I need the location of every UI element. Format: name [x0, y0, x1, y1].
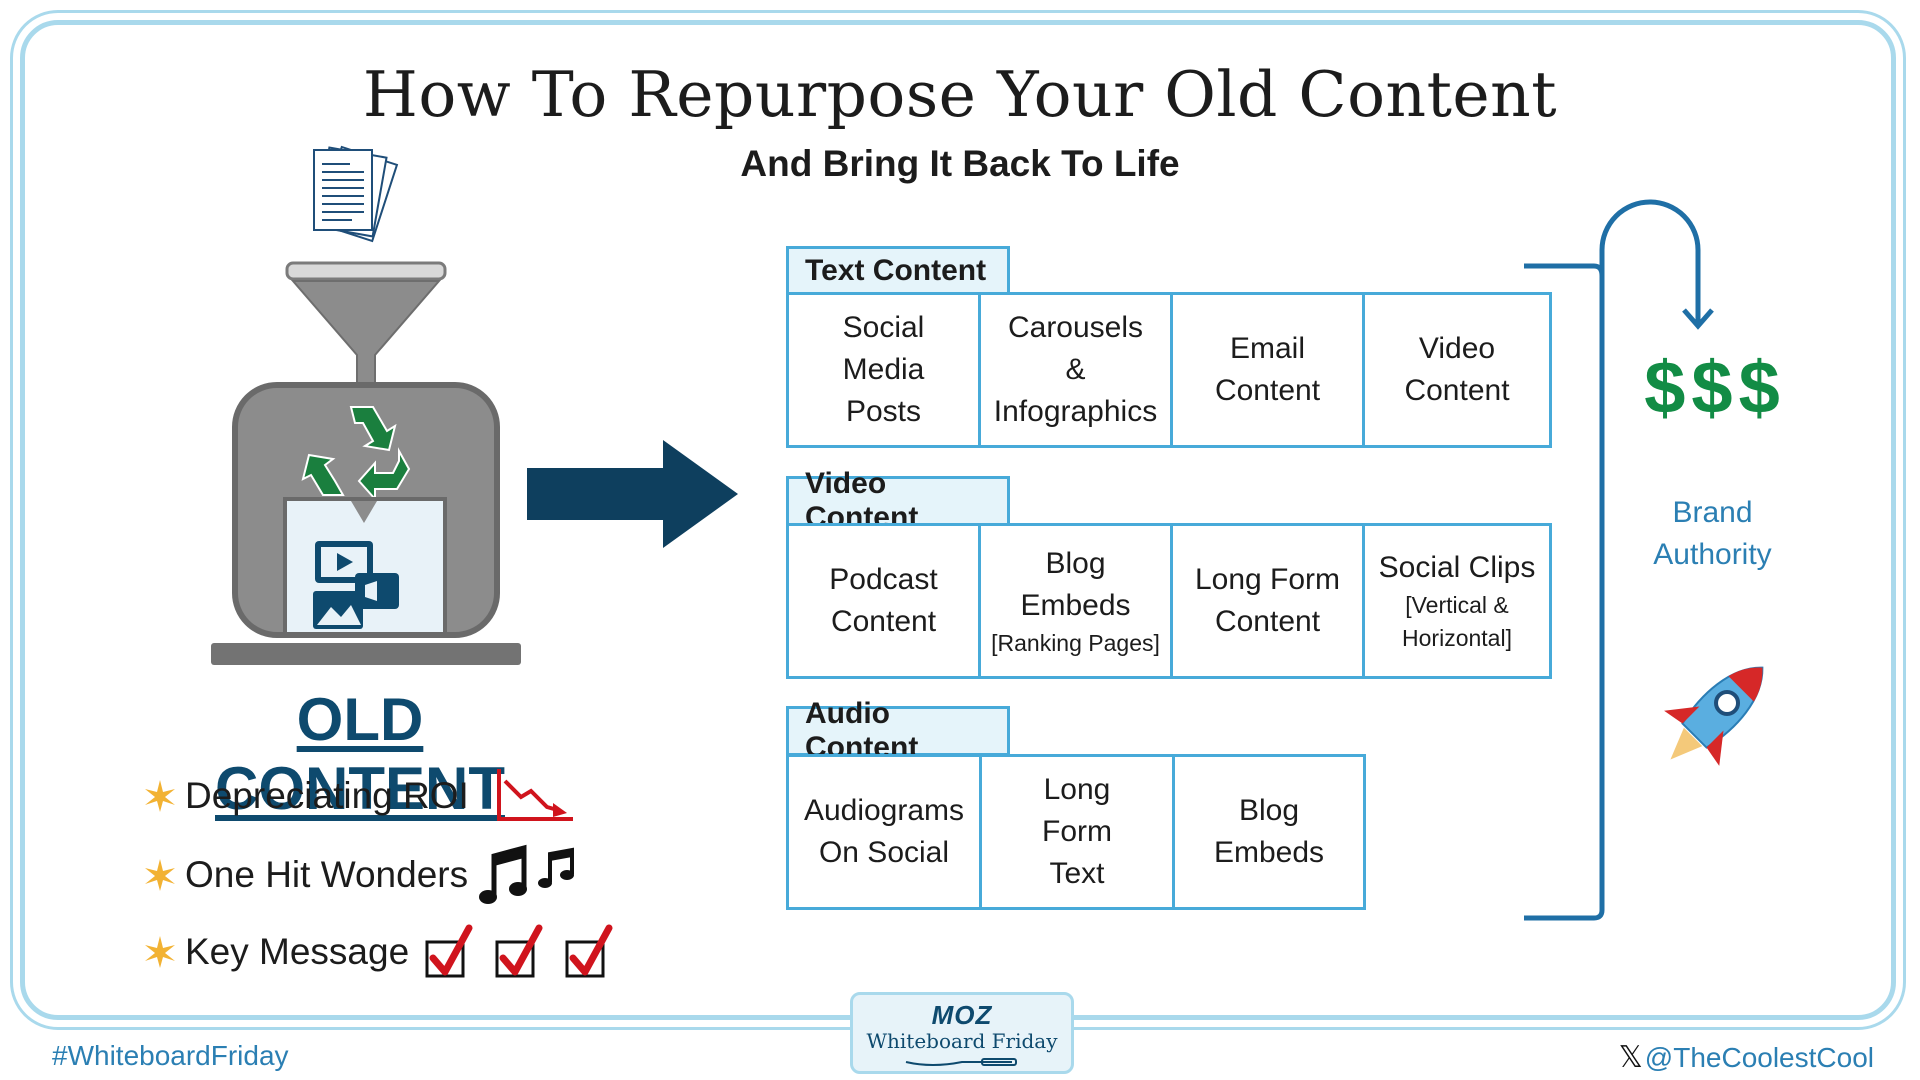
section-label-video-content: Video Content: [786, 467, 1010, 534]
old-content-heading: OLD CONTENT: [215, 686, 505, 822]
cell-label: Long Form Content: [1194, 563, 1341, 638]
old-content-item-text: One Hit Wonders: [185, 854, 469, 895]
old-content-item-text: Depreciating ROI: [185, 775, 469, 816]
star-bullet-icon: [145, 936, 175, 968]
cell-podcast-content: Podcast Content: [789, 526, 981, 676]
cell-social-clips: Social Clips [Vertical & Horizontal]: [1365, 526, 1549, 676]
dollar-signs: $$$: [1644, 346, 1786, 429]
cell-blog-embeds: Blog Embeds [Ranking Pages]: [981, 526, 1173, 676]
documents-icon: [313, 145, 399, 243]
cell-note: [Ranking Pages]: [991, 629, 1160, 656]
cell-label: Podcast Content: [829, 563, 938, 638]
cell-email-content: Email Content: [1173, 295, 1365, 445]
section-label-audio-content: Audio Content: [786, 697, 1010, 764]
moz-whiteboard-friday-badge: MOZ Whiteboard Friday: [850, 992, 1074, 1074]
marker-squiggle-icon: [905, 1058, 1017, 1066]
section-label-text-content: Text Content: [786, 246, 1010, 296]
recycle-icon: [301, 406, 411, 502]
recycling-machine-illustration: [211, 261, 521, 665]
hashtag-label: #WhiteboardFriday: [52, 1040, 289, 1071]
old-content-item-text: Key Message: [185, 931, 410, 972]
cell-note: [Vertical & Horizontal]: [1402, 592, 1512, 651]
old-content-item: Depreciating ROI: [143, 766, 577, 826]
cell-carousels-infographics: Carousels & Infographics: [981, 295, 1173, 445]
media-icons: [313, 541, 399, 629]
cell-label: Social Clips: [1378, 551, 1536, 584]
checkmarks-icon: [425, 924, 613, 978]
cell-label: Long Form Text: [1042, 773, 1112, 890]
cell-long-form-content: Long Form Content: [1173, 526, 1365, 676]
arrow-right-icon: [527, 440, 738, 548]
page-title: How To Repurpose Your Old Content: [362, 58, 1558, 131]
cell-label: Email Content: [1214, 332, 1321, 407]
handle-text: @TheCoolestCool: [1644, 1041, 1874, 1073]
whiteboard-friday-label: Whiteboard Friday: [866, 1029, 1058, 1053]
old-content-item: One Hit Wonders: [143, 844, 578, 905]
old-content-item: Key Message: [143, 922, 633, 982]
cell-long-form-text: Long Form Text: [982, 757, 1175, 907]
moz-logo: MOZ: [931, 1000, 993, 1030]
text-content-grid: Social Media Posts Carousels & Infograph…: [786, 292, 1552, 448]
cell-label: Social Media Posts: [842, 311, 925, 428]
brand-authority-label: Brand Authority: [1653, 496, 1772, 571]
cell-label: Audiograms On Social: [803, 794, 965, 869]
star-bullet-icon: [145, 780, 175, 812]
social-handle: 𝕏 @TheCoolestCool: [1619, 1040, 1874, 1075]
funnel-icon: [290, 280, 442, 388]
cell-audiograms-on-social: Audiograms On Social: [789, 757, 982, 907]
cell-social-media-posts: Social Media Posts: [789, 295, 981, 445]
page-subtitle: And Bring It Back To Life: [740, 143, 1180, 184]
video-content-grid: Podcast Content Blog Embeds [Ranking Pag…: [786, 523, 1552, 679]
cell-blog-embeds-audio: Blog Embeds: [1175, 757, 1363, 907]
cell-label: Blog Embeds: [1020, 546, 1131, 622]
rocket-icon: [1664, 666, 1764, 766]
music-notes-icon: [479, 844, 575, 904]
declining-chart-icon: [496, 769, 573, 821]
x-logo-icon: 𝕏: [1618, 1041, 1643, 1074]
cell-video-content: Video Content: [1365, 295, 1549, 445]
cell-label: Carousels & Infographics: [993, 311, 1158, 428]
cell-label: Blog Embeds: [1213, 794, 1325, 869]
arrow-down-icon: [1682, 308, 1714, 330]
cell-label: Video Content: [1404, 332, 1510, 407]
audio-content-grid: Audiograms On Social Long Form Text Blog…: [786, 754, 1366, 910]
bracket-connector: [1524, 199, 1714, 921]
star-bullet-icon: [145, 859, 175, 891]
